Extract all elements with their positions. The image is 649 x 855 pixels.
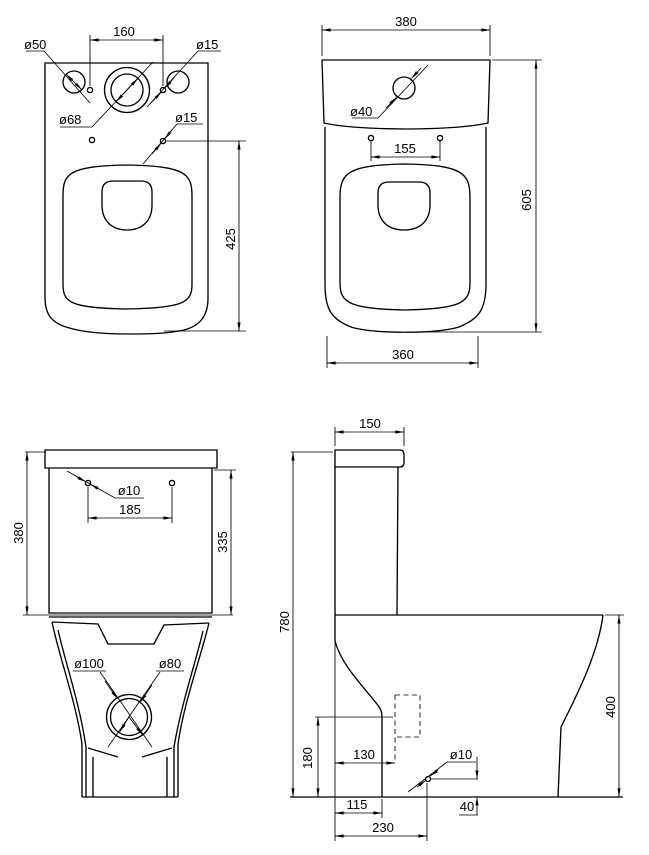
drain-hole-10 bbox=[424, 775, 432, 783]
hole-left-50 bbox=[62, 70, 86, 94]
inlet-hole-68 bbox=[110, 73, 144, 107]
cistern-front-outline bbox=[321, 59, 491, 130]
dim-label-155: 155 bbox=[394, 141, 416, 156]
seat-fixing-hole-left bbox=[367, 134, 375, 142]
outlet-circle-80 bbox=[109, 697, 149, 737]
dim-label-230: 230 bbox=[372, 820, 394, 835]
cistern-fixing-hole-left bbox=[84, 479, 92, 487]
dim-label-dia10-side: ø10 bbox=[450, 747, 472, 762]
pedestal-inner-right bbox=[173, 630, 204, 797]
dim-label-40: 40 bbox=[460, 799, 474, 814]
dim-label-380-back: 380 bbox=[11, 522, 26, 544]
dim-label-130: 130 bbox=[353, 747, 375, 762]
dim-label-dia40: ø40 bbox=[350, 104, 372, 119]
view-front: 380 ø40 155 605 360 bbox=[321, 14, 542, 368]
top-view-dimensions: 160 ø50 ø15 ø68 ø15 425 bbox=[24, 24, 246, 332]
cistern-body-side bbox=[334, 466, 399, 616]
pan-top-outline-group bbox=[44, 62, 209, 335]
cistern-fixing-hole-right bbox=[168, 479, 176, 487]
pedestal-top-notch bbox=[51, 621, 210, 645]
dim-label-160: 160 bbox=[113, 24, 135, 39]
seat-inner-ring bbox=[62, 164, 193, 310]
side-outline-group bbox=[290, 449, 623, 798]
bowl-water-outline bbox=[101, 180, 153, 231]
fixing-hole-a bbox=[86, 86, 94, 94]
back-outline-group bbox=[44, 449, 218, 798]
pedestal-inner-left bbox=[57, 629, 87, 797]
front-outline-group bbox=[321, 59, 491, 333]
pedestal-outline-right bbox=[177, 622, 210, 797]
fixing-hole-d bbox=[159, 137, 167, 145]
back-view-dimensions: 380 335 ø10 185 ø100 ø80 bbox=[11, 451, 236, 748]
dim-label-150: 150 bbox=[359, 416, 381, 431]
dim-label-335: 335 bbox=[215, 531, 230, 553]
dim-label-605: 605 bbox=[519, 189, 534, 211]
pan-front-profile bbox=[334, 615, 383, 797]
dim-label-dia10-back: ø10 bbox=[118, 483, 140, 498]
dim-label-780: 780 bbox=[277, 611, 292, 633]
fixing-hole-c bbox=[88, 136, 96, 144]
inlet-hole-40 bbox=[392, 76, 416, 100]
bowl-water-outline-front bbox=[377, 181, 431, 231]
seat-fixing-hole-right bbox=[436, 134, 444, 142]
dim-label-dia15-mid: ø15 bbox=[175, 110, 197, 125]
cistern-lid-side bbox=[334, 449, 405, 468]
pan-outer-outline bbox=[44, 62, 209, 335]
cistern-body-back bbox=[48, 468, 213, 614]
pedestal-foot-lines bbox=[87, 747, 173, 797]
dim-label-360: 360 bbox=[392, 347, 414, 362]
fixing-hole-b bbox=[159, 86, 167, 94]
inlet-boss-outer bbox=[103, 66, 151, 114]
pedestal-outline-left bbox=[51, 621, 83, 797]
pan-back-profile bbox=[557, 614, 604, 798]
dim-label-dia68: ø68 bbox=[59, 112, 81, 127]
dim-label-dia50: ø50 bbox=[24, 37, 46, 52]
hidden-outlet-box bbox=[394, 694, 421, 763]
view-top-plan: 160 ø50 ø15 ø68 ø15 425 bbox=[24, 24, 246, 335]
pan-front-outline bbox=[324, 127, 487, 333]
dim-label-425: 425 bbox=[223, 228, 238, 250]
dim-label-180: 180 bbox=[300, 747, 315, 769]
dim-label-380-front: 380 bbox=[395, 14, 417, 29]
seat-inner-ring-front bbox=[339, 163, 471, 311]
front-view-dimensions: 380 ø40 155 605 360 bbox=[321, 14, 542, 368]
dim-label-115: 115 bbox=[347, 797, 368, 812]
dim-label-185: 185 bbox=[119, 502, 141, 517]
view-back: 380 335 ø10 185 ø100 ø80 bbox=[11, 449, 236, 798]
view-side: 150 780 400 180 130 bbox=[277, 416, 624, 841]
cistern-lid-back bbox=[44, 449, 218, 469]
dim-label-dia15-top: ø15 bbox=[196, 37, 218, 52]
side-view-dimensions: 150 780 400 180 130 bbox=[277, 416, 624, 841]
dim-label-dia80: ø80 bbox=[159, 656, 181, 671]
dim-label-400: 400 bbox=[603, 696, 618, 718]
dim-label-dia100: ø100 bbox=[74, 656, 104, 671]
outlet-circle-100 bbox=[105, 693, 153, 741]
